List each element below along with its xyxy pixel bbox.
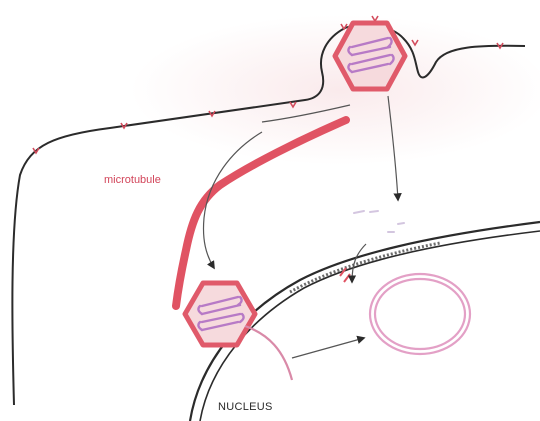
virus-particle-at-nucleus <box>185 283 255 345</box>
microtubule-label: microtubule <box>104 174 161 186</box>
hexagonal-capsid-icon <box>335 23 405 89</box>
circular-viral-dna <box>370 274 470 354</box>
membrane-halo <box>130 15 540 165</box>
circularization-arrow <box>292 338 364 358</box>
released-genome-fragments <box>354 211 404 232</box>
hexagonal-capsid-icon <box>185 283 255 345</box>
nucleus-label: NUCLEUS <box>218 401 273 413</box>
import-arrow <box>352 244 366 282</box>
viral-genome-strand <box>245 326 292 380</box>
virus-particle-entering <box>335 23 405 89</box>
